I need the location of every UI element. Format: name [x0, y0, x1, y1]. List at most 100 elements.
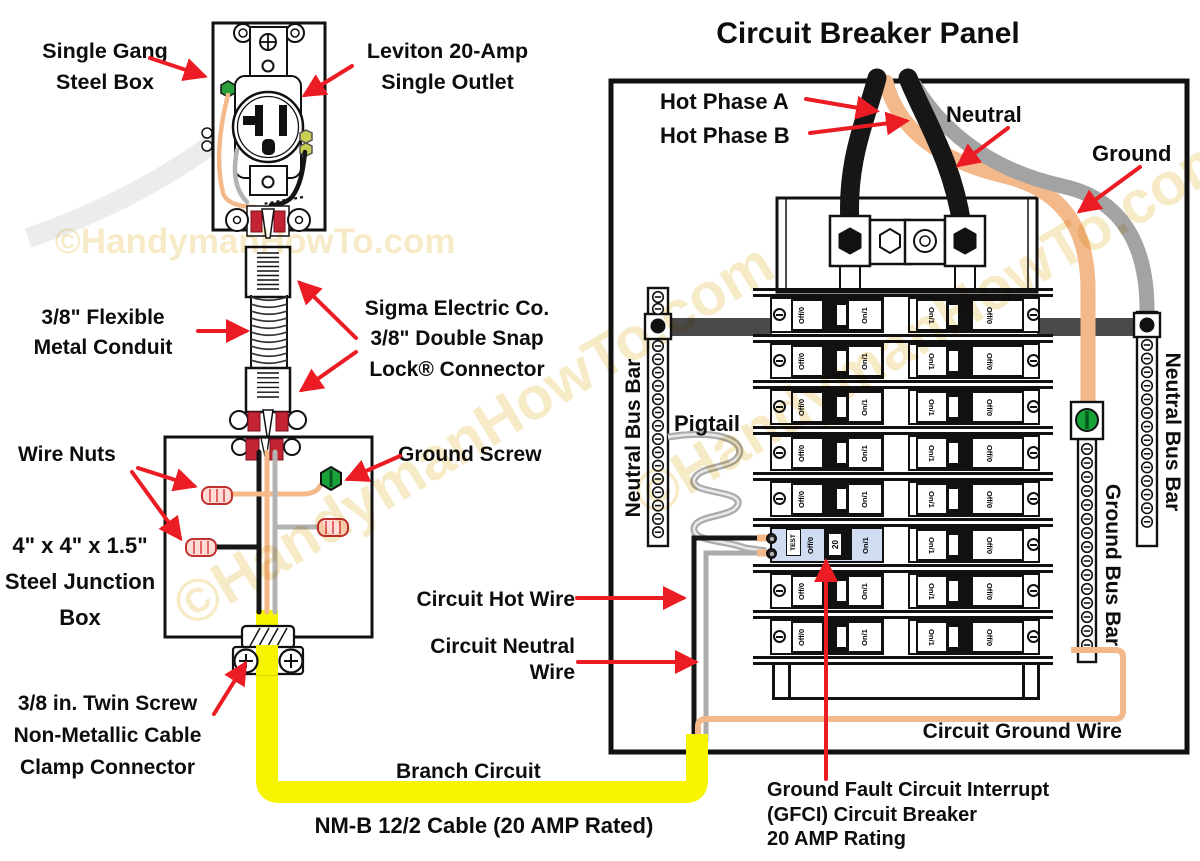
- circuit-neutral-label: Circuit Neutral Wire: [430, 635, 575, 684]
- cable-clamp-connector: [231, 624, 305, 676]
- breaker-toggle: [948, 304, 959, 326]
- left-neutral-strap: [666, 318, 772, 336]
- neutral-t-slot: [243, 116, 262, 125]
- ground-slot: [262, 139, 275, 155]
- page-title: Circuit Breaker Panel: [716, 17, 1020, 50]
- branch-circuit-label: Branch Circuit: [396, 760, 541, 783]
- panel-rail: [753, 426, 1053, 429]
- arrow-connector-top: [297, 280, 358, 340]
- breaker-screw: [773, 492, 786, 505]
- arrow-steel-box: [148, 56, 208, 82]
- junction-box-label: 4" x 4" x 1.5" Steel Junction Box: [4, 533, 156, 630]
- neutral-label: Neutral: [946, 102, 1022, 127]
- breaker-screw: [773, 354, 786, 367]
- breaker-toggle: [836, 442, 847, 464]
- panel-rail: [753, 432, 1053, 435]
- panel-rail: [753, 380, 1053, 383]
- breaker-screw: [1027, 400, 1040, 413]
- wire-nuts-label: Wire Nuts: [18, 443, 116, 466]
- gfci-label: Ground Fault Circuit Interrupt (GFCI) Ci…: [767, 779, 1050, 850]
- breaker-screw: [1027, 492, 1040, 505]
- arrow-connector-bottom: [298, 350, 358, 393]
- wire-nut: [317, 518, 349, 537]
- hot-slot: [279, 105, 287, 136]
- gfci-terminal: [766, 548, 777, 559]
- pigtail-label: Pigtail: [674, 411, 741, 436]
- circuit-hot-label: Circuit Hot Wire: [416, 588, 575, 611]
- breaker-toggle: [836, 580, 847, 602]
- breaker-screw: [1027, 584, 1040, 597]
- main-lugs: [828, 214, 987, 293]
- breaker-toggle: [836, 396, 847, 418]
- panel-rail: [753, 570, 1053, 573]
- panel-rail: [753, 386, 1053, 389]
- breaker-screw: [773, 446, 786, 459]
- ground-screw-label: Ground Screw: [398, 443, 542, 466]
- breaker-toggle: [948, 488, 959, 510]
- bus-bar-screws: [651, 290, 1154, 652]
- panel-rail: [753, 518, 1053, 521]
- circuit-neutral-wire: [703, 550, 770, 742]
- arrow-hot-a: [804, 95, 880, 120]
- breaker-screw: [1027, 538, 1040, 551]
- arrow-neutral: [955, 126, 1010, 168]
- outlet-label: Leviton 20-Amp Single Outlet: [366, 39, 529, 95]
- gfci-test-button: TEST: [786, 529, 801, 556]
- hot-phase-b-label: Hot Phase B: [660, 123, 790, 148]
- junction-box-wiring: [209, 449, 329, 615]
- panel-rail: [753, 610, 1053, 613]
- nmb-cable: [256, 610, 708, 803]
- cable-label: NM-B 12/2 Cable (20 AMP Rated): [314, 813, 654, 838]
- arrow-clamp: [212, 660, 248, 716]
- panel-rail: [753, 564, 1053, 567]
- panel-rail: [753, 524, 1053, 527]
- arrow-outlet: [301, 64, 354, 98]
- gfci-rating: 20: [828, 533, 842, 556]
- hot-phase-b-wire: [898, 68, 972, 235]
- breaker-toggle: [836, 626, 847, 648]
- arrow-ground: [1076, 165, 1142, 214]
- breaker-toggle: [948, 534, 959, 556]
- circuit-ground-wire: [695, 647, 1126, 734]
- connector-label: Sigma Electric Co. 3/8" Double Snap Lock…: [364, 297, 550, 381]
- clamp-label: 3/8 in. Twin Screw Non-Metallic Cable Cl…: [13, 692, 202, 779]
- service-neutral-wire: [907, 78, 1155, 318]
- breaker-toggle: [948, 580, 959, 602]
- hot-phase-a-label: Hot Phase A: [660, 89, 789, 114]
- hot-phase-a-wire: [839, 68, 887, 235]
- panel-rail: [753, 656, 1053, 659]
- breaker-screw: [773, 630, 786, 643]
- panel-bottom-frame: [772, 662, 1040, 700]
- breaker-screw: [1027, 308, 1040, 321]
- breaker-toggle: [948, 396, 959, 418]
- ground-label: Ground: [1092, 141, 1172, 166]
- arrow-hot-b: [808, 111, 910, 136]
- breaker-toggle: [836, 488, 847, 510]
- breaker-screw: [1027, 630, 1040, 643]
- panel-rail: [753, 334, 1053, 337]
- wire-nut: [201, 486, 233, 505]
- panel-rail: [753, 340, 1053, 343]
- panel-rail: [753, 478, 1053, 481]
- arrow-wire-nut-1: [136, 466, 198, 492]
- conduit-label: 3/8" Flexible Metal Conduit: [33, 306, 173, 360]
- wire-nuts: [185, 486, 349, 557]
- panel-rail: [753, 616, 1053, 619]
- breaker-toggle: [948, 442, 959, 464]
- wire-nut: [185, 538, 217, 557]
- panel-bottom-line: [1022, 662, 1025, 700]
- breaker-screw: [1027, 446, 1040, 459]
- breaker-toggle: [836, 350, 847, 372]
- breaker-screw: [773, 308, 786, 321]
- circuit-ground-label: Circuit Ground Wire: [922, 720, 1122, 743]
- gfci-terminal: [766, 533, 777, 544]
- outlet-assembly: [201, 21, 327, 239]
- panel-rail: [753, 288, 1053, 291]
- breaker-toggle: [948, 350, 959, 372]
- junction-ground-screw: [320, 465, 342, 492]
- panel-rail: [753, 472, 1053, 475]
- breaker-toggle: [948, 626, 959, 648]
- flexible-metal-conduit: [229, 245, 307, 437]
